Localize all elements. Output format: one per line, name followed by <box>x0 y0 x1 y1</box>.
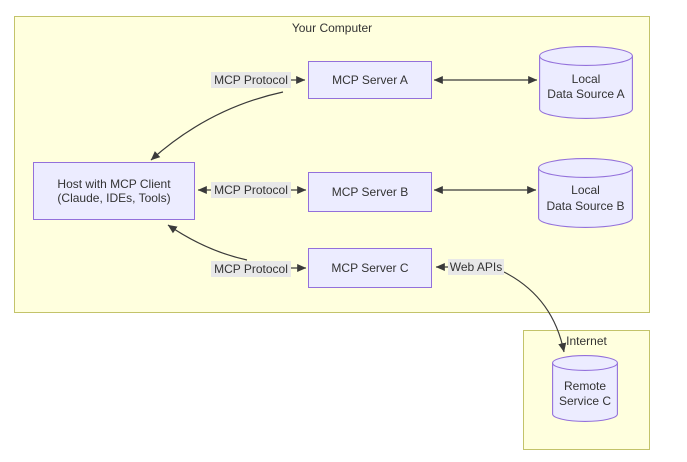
node-remote-service-c: Remote Service C <box>552 355 618 423</box>
edge-label-mcp-protocol-a: MCP Protocol <box>211 72 291 88</box>
node-mcp-server-a-label: MCP Server A <box>332 72 408 87</box>
cylinder-shape-icon <box>539 46 633 119</box>
node-local-data-source-b-line1: Local <box>571 183 600 197</box>
cluster-internet-label: Internet <box>566 334 607 348</box>
edge-label-mcp-protocol-c: MCP Protocol <box>211 261 291 277</box>
node-local-data-source-a-line1: Local <box>571 72 601 86</box>
node-host: Host with MCP Client (Claude, IDEs, Tool… <box>33 162 195 220</box>
node-mcp-server-b-label: MCP Server B <box>331 184 409 199</box>
node-mcp-server-c-label: MCP Server C <box>331 260 409 275</box>
node-remote-service-c-line1: Remote <box>563 379 607 393</box>
node-host-line1: Host with MCP Client <box>57 176 171 191</box>
node-local-data-source-b-line2: Data Source B <box>546 199 625 213</box>
node-host-line2: (Claude, IDEs, Tools) <box>57 191 171 205</box>
edge-label-mcp-protocol-b: MCP Protocol <box>211 182 291 198</box>
node-remote-service-c-line2: Service C <box>558 394 611 408</box>
node-local-data-source-a: Local Data Source A <box>539 46 633 120</box>
node-mcp-server-c: MCP Server C <box>308 248 432 288</box>
node-local-data-source-a-line2: Data Source A <box>547 87 625 101</box>
edge-label-web-apis: Web APIs <box>448 259 504 275</box>
cluster-your-computer-label: Your Computer <box>291 21 373 35</box>
cylinder-shape-icon <box>552 355 618 422</box>
node-mcp-server-a: MCP Server A <box>308 61 432 99</box>
cylinder-shape-icon <box>538 158 633 228</box>
node-mcp-server-b: MCP Server B <box>308 172 432 212</box>
node-local-data-source-b: Local Data Source B <box>538 158 633 229</box>
